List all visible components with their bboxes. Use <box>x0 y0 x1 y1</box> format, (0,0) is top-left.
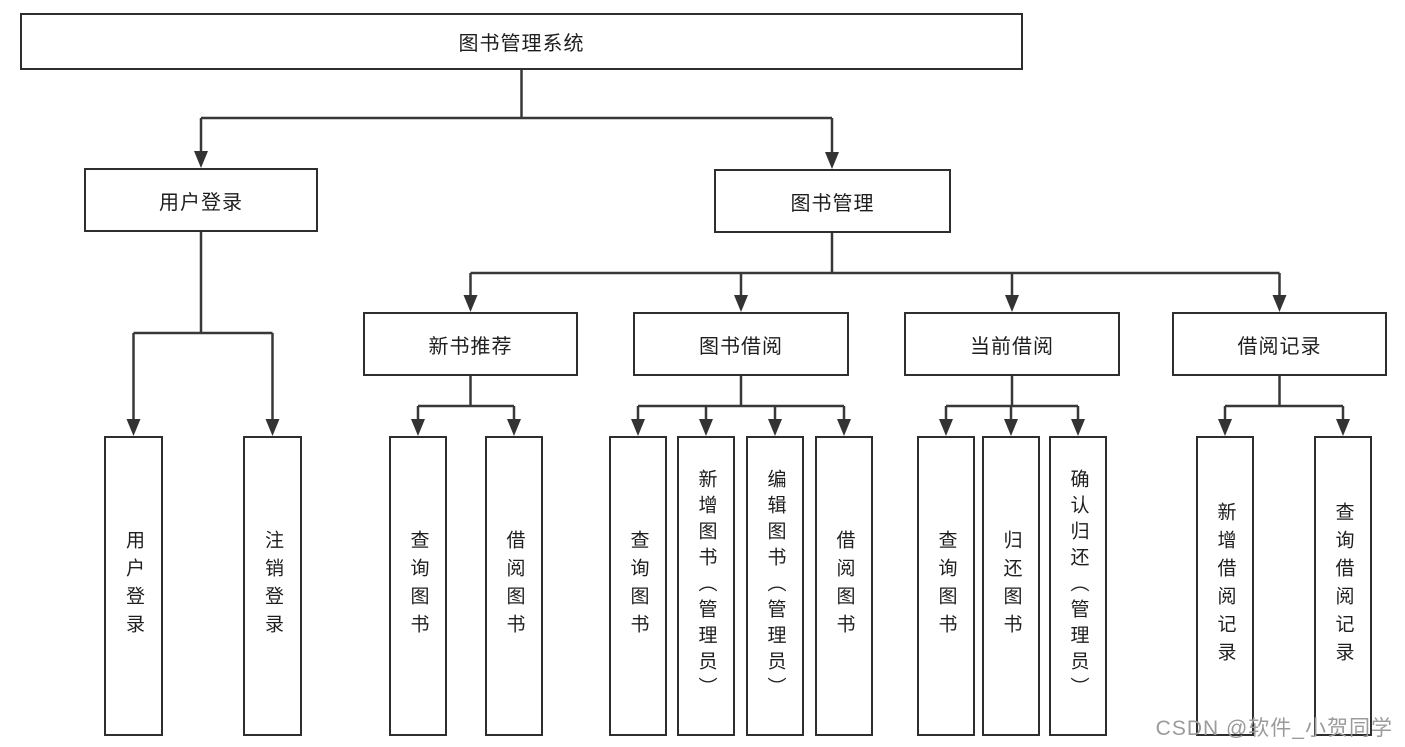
leaf-user-login: 用户登录 <box>104 436 163 736</box>
leaf-return-books: 归还图书 <box>982 436 1040 736</box>
leaf-user-login-label: 用户登录 <box>123 530 144 642</box>
leaf-borrow-books-label: 借阅图书 <box>833 530 855 642</box>
node-user-login-label: 用户登录 <box>159 191 243 214</box>
leaf-recommend-borrow-books: 借阅图书 <box>485 436 543 736</box>
node-borrow-records: 借阅记录 <box>1172 312 1387 376</box>
leaf-logout: 注销登录 <box>243 436 302 736</box>
leaf-return-books-label: 归还图书 <box>1000 530 1022 642</box>
node-current-borrow: 当前借阅 <box>904 312 1120 376</box>
node-borrow-records-label: 借阅记录 <box>1237 335 1322 358</box>
node-book-borrow: 图书借阅 <box>633 312 849 376</box>
leaf-logout-label: 注销登录 <box>262 530 283 642</box>
node-new-book-recommend: 新书推荐 <box>363 312 578 376</box>
leaf-borrow-books: 借阅图书 <box>815 436 873 736</box>
node-book-borrow-label: 图书借阅 <box>699 335 783 358</box>
leaf-recommend-query-books: 查询图书 <box>389 436 447 736</box>
node-user-login: 用户登录 <box>84 168 318 232</box>
node-current-borrow-label: 当前借阅 <box>970 335 1054 358</box>
leaf-borrow-query-books-label: 查询图书 <box>627 530 649 642</box>
csdn-watermark: CSDN @软件_小贺同学 <box>1155 717 1393 740</box>
node-book-management-label: 图书管理 <box>790 192 875 215</box>
leaf-add-books-admin: 新增图书（管理员） <box>677 436 735 736</box>
leaf-query-borrow-record-label: 查询借阅记录 <box>1332 502 1354 670</box>
leaf-confirm-return-admin: 确认归还（管理员） <box>1049 436 1107 736</box>
node-book-management: 图书管理 <box>714 169 951 233</box>
leaf-add-books-admin-label: 新增图书（管理员） <box>695 469 717 703</box>
leaf-add-borrow-record: 新增借阅记录 <box>1196 436 1254 736</box>
leaf-query-borrow-record: 查询借阅记录 <box>1314 436 1372 736</box>
leaf-recommend-query-books-label: 查询图书 <box>407 530 429 642</box>
leaf-add-borrow-record-label: 新增借阅记录 <box>1214 502 1236 670</box>
leaf-borrow-query-books: 查询图书 <box>609 436 667 736</box>
node-root-system: 图书管理系统 <box>20 13 1023 70</box>
leaf-edit-books-admin-label: 编辑图书（管理员） <box>764 469 786 703</box>
leaf-recommend-borrow-books-label: 借阅图书 <box>503 530 525 642</box>
leaf-current-query-books-label: 查询图书 <box>935 530 957 642</box>
leaf-current-query-books: 查询图书 <box>917 436 975 736</box>
leaf-confirm-return-admin-label: 确认归还（管理员） <box>1067 469 1089 703</box>
node-root-label: 图书管理系统 <box>458 33 585 55</box>
node-new-book-recommend-label: 新书推荐 <box>428 335 513 358</box>
leaf-edit-books-admin: 编辑图书（管理员） <box>746 436 804 736</box>
